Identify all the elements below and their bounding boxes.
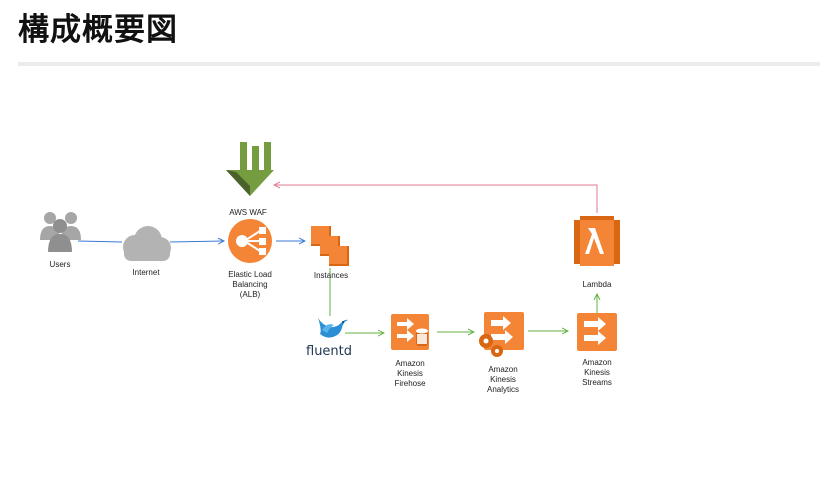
fluentd-label: fluentd <box>306 344 352 359</box>
users-node: Users <box>40 212 81 269</box>
analytics-label-line-1: Amazon <box>488 365 517 374</box>
edge-users-internet <box>77 240 123 243</box>
waf-label: AWS WAF <box>229 208 267 217</box>
alb-label-line-1: Elastic Load <box>228 270 272 279</box>
connectors <box>77 185 598 333</box>
fluentd-node: fluentd <box>306 318 352 359</box>
streams-label-line-1: Amazon <box>582 358 611 367</box>
instances-label: Instances <box>314 271 348 280</box>
page-title: 構成概要図 <box>18 12 178 48</box>
waf-node: AWS WAF <box>226 142 274 217</box>
title-divider <box>18 62 820 66</box>
alb-node: Elastic Load Balancing (ALB) <box>228 219 272 299</box>
lambda-icon <box>574 216 620 266</box>
streams-node: Amazon Kinesis Streams <box>577 313 617 387</box>
analytics-node: Amazon Kinesis Analytics <box>479 312 524 394</box>
internet-label: Internet <box>132 268 160 277</box>
waf-icon <box>226 142 274 196</box>
alb-label-line-3: (ALB) <box>240 290 261 299</box>
internet-node: Internet <box>123 226 171 277</box>
cloud-icon <box>123 226 171 261</box>
firehose-label-line-3: Firehose <box>394 379 426 388</box>
streams-label-line-3: Streams <box>582 378 612 387</box>
analytics-label-line-3: Analytics <box>487 385 519 394</box>
instances-icon <box>311 226 349 266</box>
firehose-node: Amazon Kinesis Firehose <box>391 314 429 388</box>
analytics-label-line-2: Kinesis <box>490 375 516 384</box>
firehose-label-line-2: Kinesis <box>397 369 423 378</box>
kinesis-analytics-icon <box>479 312 524 357</box>
edge-internet-alb <box>169 241 224 242</box>
alb-label-line-2: Balancing <box>232 280 267 289</box>
instances-node: Instances <box>311 226 349 280</box>
firehose-label-line-1: Amazon <box>395 359 424 368</box>
lambda-node: Lambda <box>574 216 620 289</box>
lambda-label: Lambda <box>583 280 612 289</box>
users-label: Users <box>50 260 71 269</box>
load-balancer-icon <box>228 219 272 263</box>
users-icon <box>40 212 81 252</box>
fluentd-bird-icon <box>318 318 348 338</box>
kinesis-firehose-icon <box>391 314 429 350</box>
streams-label-line-2: Kinesis <box>584 368 610 377</box>
kinesis-streams-icon <box>577 313 617 351</box>
edge-lambda-waf <box>274 185 598 213</box>
